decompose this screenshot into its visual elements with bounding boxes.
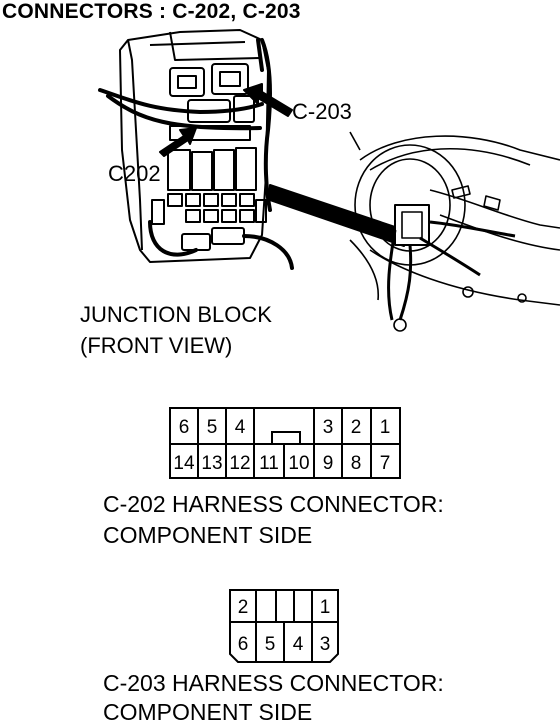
c203-pin: 2 [238,597,249,618]
c203-pin: 1 [320,597,331,618]
c203-pin: 6 [238,634,249,655]
c202-pin: 9 [323,453,334,474]
c202-pin: 14 [173,453,195,474]
front-view-label: (FRONT VIEW) [80,333,233,358]
harness-wires [98,38,294,270]
c203-callout-label: C-203 [292,99,352,124]
c202-pin: 3 [323,417,334,438]
c203-arrow [243,83,293,117]
dashboard-view [349,131,560,332]
c202-pin: 2 [351,417,362,438]
c203-pin: 3 [320,634,331,655]
c202-pin: 1 [380,417,391,438]
c202-callout-label: C202 [108,161,161,186]
c203-pin: 5 [265,634,276,655]
c202-pin: 5 [207,417,218,438]
c203-caption-line1: C-203 HARNESS CONNECTOR: [103,670,444,696]
view-leader [269,184,411,247]
c202-pin: 7 [380,453,391,474]
page-title: CONNECTORS : C-202, C-203 [2,0,301,23]
c203-pin: 4 [293,634,304,655]
junction-block-body [119,29,269,263]
c202-connector-face: 6 5 4 3 2 1 14 13 12 11 10 9 8 7 [169,407,401,479]
junction-block-illustration [98,29,560,332]
c202-pin: 11 [259,453,279,474]
junction-block-label: JUNCTION BLOCK [80,302,272,327]
c202-caption-line1: C-202 HARNESS CONNECTOR: [103,491,444,517]
c202-pin: 4 [235,417,246,438]
c203-caption-line2: COMPONENT SIDE [103,699,313,725]
c202-pin: 6 [179,417,190,438]
c202-pin: 12 [229,453,250,474]
c202-pin: 13 [201,453,222,474]
c202-arrow [159,127,197,157]
c203-connector-face: 2 1 6 5 4 3 [229,589,339,663]
c202-pin: 8 [351,453,362,474]
c202-caption-line2: COMPONENT SIDE [103,522,313,548]
c202-pin: 10 [288,453,309,474]
